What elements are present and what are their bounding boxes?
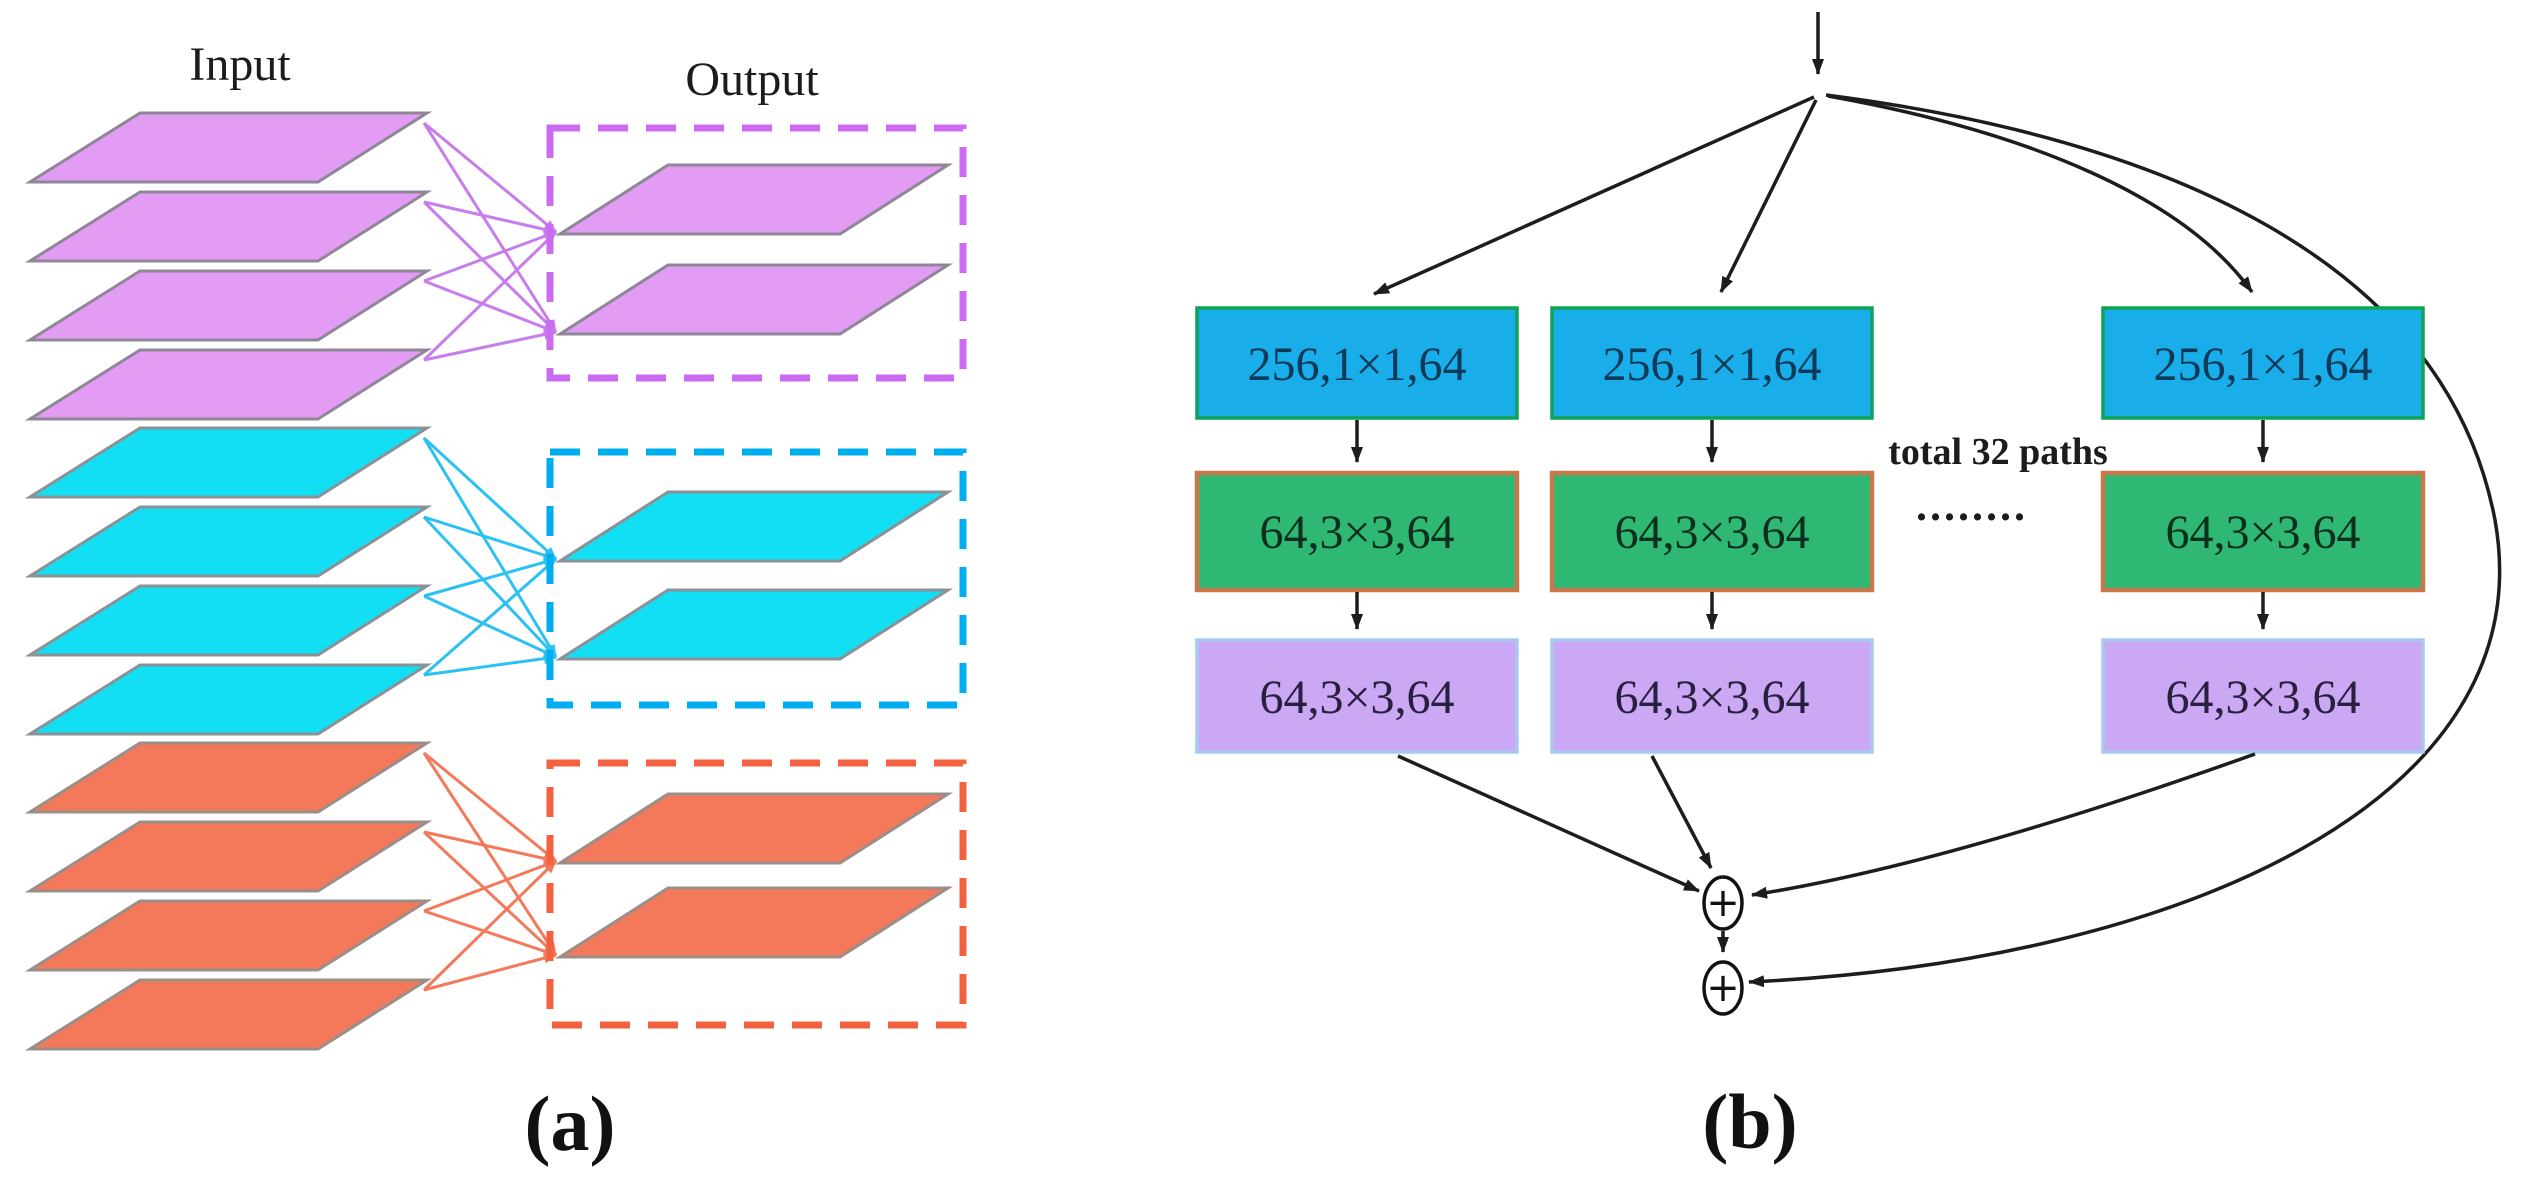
feature-map	[554, 792, 954, 865]
cyan-output-feature-maps	[554, 490, 954, 661]
conv3x3-box-label: 64,3×3,64	[2165, 506, 2360, 559]
plus-sign: +	[1706, 965, 1740, 1011]
paths-ellipsis: ........	[1916, 481, 2028, 530]
input-column-label: Input	[189, 38, 291, 91]
panel-a-caption: (a)	[525, 1080, 616, 1167]
conv-out-box	[1550, 638, 1874, 754]
conv1x1-box-label: 256,1×1,64	[1602, 338, 1821, 391]
total-paths-note: total 32 paths	[1888, 431, 2108, 473]
panel-a-grouped-convolution: Input Output	[24, 38, 967, 1167]
purple-output-feature-maps	[554, 163, 954, 336]
branch-arrow-column2	[1719, 99, 1818, 293]
elementwise-sum-node-2	[1702, 960, 1744, 1016]
feature-map	[24, 190, 433, 263]
sum-input-arrow-column1	[1397, 754, 1700, 893]
orange-group-connections	[422, 751, 558, 992]
feature-map	[24, 899, 433, 972]
conv-out-box	[1195, 638, 1519, 754]
cyan-group-connections	[422, 436, 558, 677]
conv-out-box	[2101, 638, 2425, 754]
feature-map	[24, 663, 433, 736]
cyan-output-dashed-box	[546, 448, 967, 709]
path-column-2: 256,1×1,64 64,3×3,64 64,3×3,64	[1549, 306, 1875, 754]
orange-output-dashed-box	[546, 759, 967, 1029]
conv1x1-box	[1195, 306, 1519, 420]
feature-map	[554, 490, 954, 563]
feature-map	[24, 584, 433, 657]
orange-input-feature-maps	[24, 741, 433, 1051]
conv1x1-box	[2101, 306, 2425, 420]
feature-map	[554, 886, 954, 959]
plus-sign: +	[1706, 880, 1740, 926]
branch-arrow-column3	[1827, 94, 2254, 294]
feature-map	[554, 263, 954, 336]
conv3x3-box	[2100, 470, 2426, 593]
conv-out-box-label: 64,3×3,64	[2165, 671, 2360, 724]
feature-map	[554, 163, 954, 236]
elementwise-sum-node-1	[1702, 875, 1744, 931]
skip-connection-curve	[1748, 93, 2502, 988]
feature-map	[24, 978, 433, 1051]
conv-out-box-label: 64,3×3,64	[1614, 671, 1809, 724]
conv1x1-box-label: 256,1×1,64	[2153, 338, 2372, 391]
path-column-3: 256,1×1,64 64,3×3,64 64,3×3,64	[2100, 306, 2426, 754]
panel-b-caption: (b)	[1702, 1078, 1797, 1165]
conv3x3-box-label: 64,3×3,64	[1259, 506, 1454, 559]
sum-input-arrow-column3	[1751, 752, 2256, 899]
path-column-1: 256,1×1,64 64,3×3,64 64,3×3,64	[1194, 306, 1520, 754]
conv1x1-box-label: 256,1×1,64	[1247, 338, 1466, 391]
purple-group-connections	[422, 121, 558, 362]
conv3x3-box-label: 64,3×3,64	[1614, 506, 1809, 559]
conv-out-box-label: 64,3×3,64	[1259, 671, 1454, 724]
feature-map	[24, 741, 433, 814]
purple-output-dashed-box	[546, 124, 967, 382]
feature-map	[24, 348, 433, 421]
feature-map	[24, 426, 433, 499]
feature-map	[24, 820, 433, 893]
conv3x3-box	[1549, 470, 1875, 593]
sum-input-arrow-column2	[1650, 755, 1713, 869]
feature-map	[24, 505, 433, 578]
conv1x1-box	[1550, 306, 1874, 420]
branch-arrow-column1	[1373, 95, 1815, 296]
feature-map	[554, 588, 954, 661]
panel-b-resnext-block: 256,1×1,64 64,3×3,64 64,3×3,64 256,1×1,6…	[1194, 12, 2502, 1165]
feature-map	[24, 111, 433, 184]
output-column-label: Output	[685, 53, 819, 106]
orange-output-feature-maps	[554, 792, 954, 959]
feature-map	[24, 269, 433, 342]
conv3x3-box	[1194, 470, 1520, 593]
purple-input-feature-maps	[24, 111, 433, 421]
cyan-input-feature-maps	[24, 426, 433, 736]
